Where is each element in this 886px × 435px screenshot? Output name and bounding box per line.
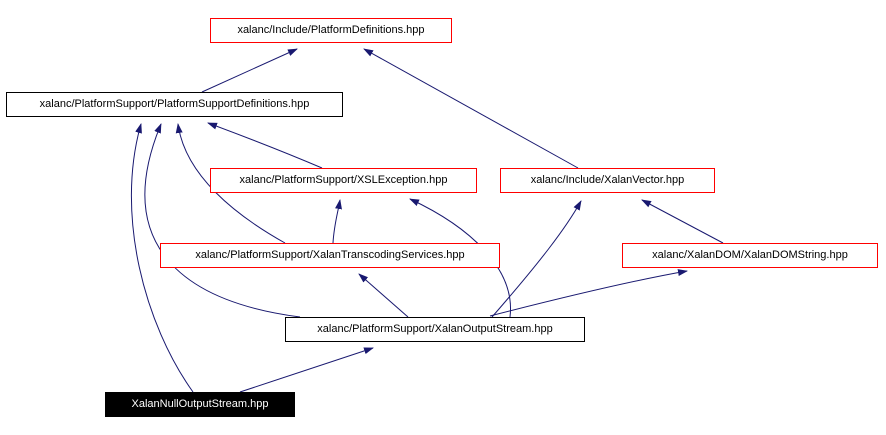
node-label-platform-support-definitions: xalanc/PlatformSupport/PlatformSupportDe… — [39, 98, 310, 110]
node-xalan-dom-string[interactable]: xalanc/XalanDOM/XalanDOMString.hpp — [622, 243, 878, 268]
edge-platform-support-definitions-to-platform-definitions — [201, 48, 298, 93]
node-label-xalan-null-output-stream: XalanNullOutputStream.hpp — [131, 398, 269, 410]
node-xsl-exception[interactable]: xalanc/PlatformSupport/XSLException.hpp — [210, 168, 477, 193]
node-platform-definitions[interactable]: xalanc/Include/PlatformDefinitions.hpp — [210, 18, 452, 43]
edge-xalan-output-stream-to-platform-support-definitions — [144, 123, 301, 318]
node-label-xalan-vector: xalanc/Include/XalanVector.hpp — [530, 174, 685, 186]
edge-xsl-exception-to-platform-support-definitions — [207, 122, 323, 169]
node-xalan-null-output-stream[interactable]: XalanNullOutputStream.hpp — [105, 392, 295, 417]
node-label-xalan-transcoding-services: xalanc/PlatformSupport/XalanTranscodingS… — [195, 249, 465, 261]
node-xalan-vector[interactable]: xalanc/Include/XalanVector.hpp — [500, 168, 715, 193]
node-label-platform-definitions: xalanc/Include/PlatformDefinitions.hpp — [237, 24, 425, 36]
node-platform-support-definitions[interactable]: xalanc/PlatformSupport/PlatformSupportDe… — [6, 92, 343, 117]
edge-xalan-null-output-stream-to-xalan-output-stream — [239, 347, 374, 393]
node-xalan-transcoding-services[interactable]: xalanc/PlatformSupport/XalanTranscodingS… — [160, 243, 500, 268]
edge-xalan-output-stream-to-xalan-vector — [491, 200, 582, 318]
edge-xalan-vector-to-platform-definitions — [363, 48, 579, 169]
node-label-xsl-exception: xalanc/PlatformSupport/XSLException.hpp — [239, 174, 448, 186]
edge-xalan-output-stream-to-xalan-dom-string — [489, 269, 688, 317]
edge-xalan-null-output-stream-to-platform-support-definitions — [130, 123, 194, 393]
edge-xalan-transcoding-services-to-xsl-exception — [332, 199, 342, 244]
node-label-xalan-output-stream: xalanc/PlatformSupport/XalanOutputStream… — [317, 323, 553, 335]
node-xalan-output-stream[interactable]: xalanc/PlatformSupport/XalanOutputStream… — [285, 317, 585, 342]
node-label-xalan-dom-string: xalanc/XalanDOM/XalanDOMString.hpp — [652, 249, 848, 261]
edge-xalan-dom-string-to-xalan-vector — [641, 199, 724, 244]
edge-xalan-output-stream-to-xalan-transcoding-services — [358, 273, 409, 318]
